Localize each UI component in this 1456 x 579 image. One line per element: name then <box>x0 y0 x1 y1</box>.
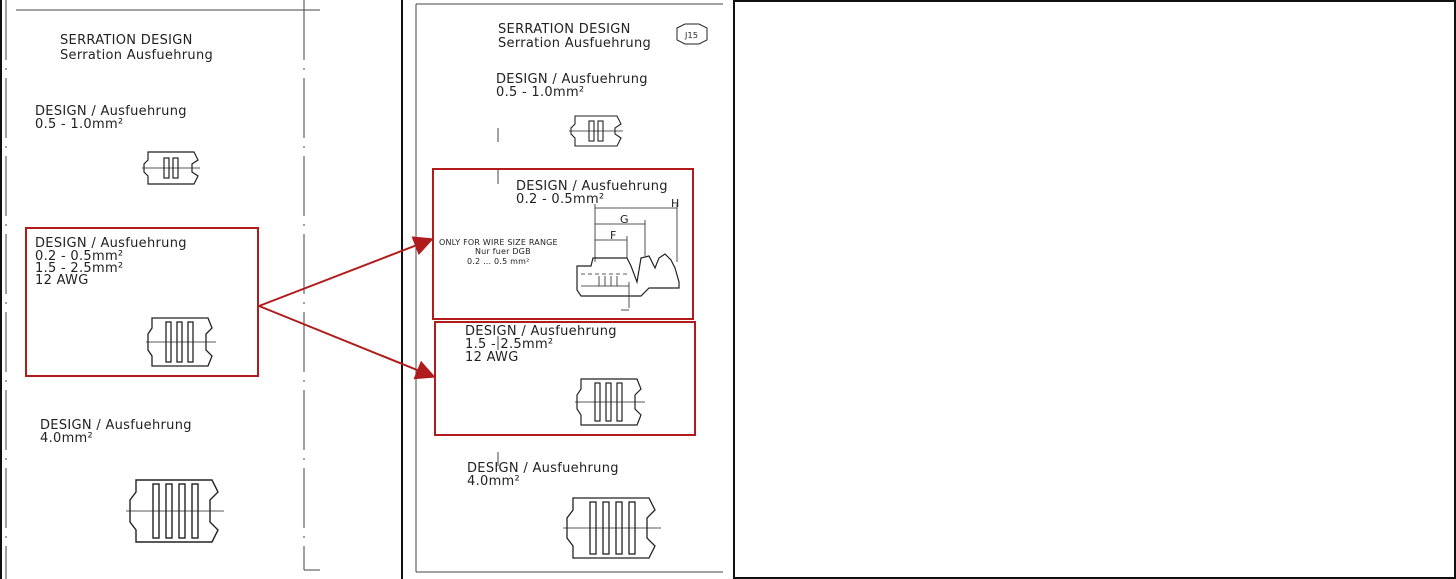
right-block4-heading: DESIGN / Ausfuehrung <box>467 461 619 476</box>
right-block2-range: 0.2 - 0.5mm² <box>516 192 605 207</box>
left-block3-heading: DESIGN / Ausfuehrung <box>40 418 192 433</box>
right-drawing-panel: J15 SERRATION DESIGN Serration Ausfuehru… <box>403 0 733 579</box>
left-block2-line3: 12 AWG <box>35 273 89 288</box>
serration-symbol-small <box>142 151 200 185</box>
right-block3-heading: DESIGN / Ausfuehrung <box>465 324 617 339</box>
right-title-en: SERRATION DESIGN <box>498 22 631 37</box>
left-block2-line2: 1.5 - 2.5mm² <box>35 261 124 276</box>
wire-size-note-2: Nur fuer DGB <box>475 247 531 256</box>
column-divider-2 <box>733 0 735 579</box>
dimension-h-label: H <box>671 197 680 210</box>
empty-cell <box>735 2 1454 577</box>
right-block1-range: 0.5 - 1.0mm² <box>496 85 585 100</box>
right-block2-heading: DESIGN / Ausfuehrung <box>516 179 668 194</box>
left-drawing-panel: SERRATION DESIGN Serration Ausfuehrung D… <box>2 0 401 579</box>
right-block4-range: 4.0mm² <box>467 474 521 489</box>
left-block3-range: 4.0mm² <box>40 431 94 446</box>
wire-size-note-1: ONLY FOR WIRE SIZE RANGE <box>439 238 558 247</box>
dimension-g-label: G <box>620 213 629 226</box>
left-block1-heading: DESIGN / Ausfuehrung <box>35 104 187 119</box>
wire-size-note-3: 0.2 ... 0.5 mm² <box>467 257 530 266</box>
left-block2-heading: DESIGN / Ausfuehrung <box>35 236 187 251</box>
right-block3-line1: 1.5 - 2.5mm² <box>465 337 554 352</box>
right-highlight-box-1 <box>432 168 694 320</box>
dimension-f-label: F <box>610 229 617 242</box>
serration-symbol-large <box>126 479 224 543</box>
serration-symbol-small <box>569 115 623 147</box>
left-title-de: Serration Ausfuehrung <box>60 48 214 63</box>
right-highlight-box-2 <box>434 321 696 436</box>
crimp-profile-diagram <box>576 204 680 311</box>
left-title-en: SERRATION DESIGN <box>60 33 193 48</box>
left-highlight-box <box>25 227 259 377</box>
right-block3-line2: 12 AWG <box>465 350 519 365</box>
left-block2-line1: 0.2 - 0.5mm² <box>35 249 124 264</box>
right-title-de: Serration Ausfuehrung <box>498 36 652 51</box>
right-block1-heading: DESIGN / Ausfuehrung <box>496 72 648 87</box>
serration-symbol-medium <box>146 317 216 367</box>
serration-symbol-large <box>563 497 661 559</box>
revision-badge: J15 <box>685 31 699 40</box>
left-block1-range: 0.5 - 1.0mm² <box>35 117 124 132</box>
right-sheet-frame <box>415 3 723 573</box>
serration-symbol-medium <box>575 378 645 426</box>
